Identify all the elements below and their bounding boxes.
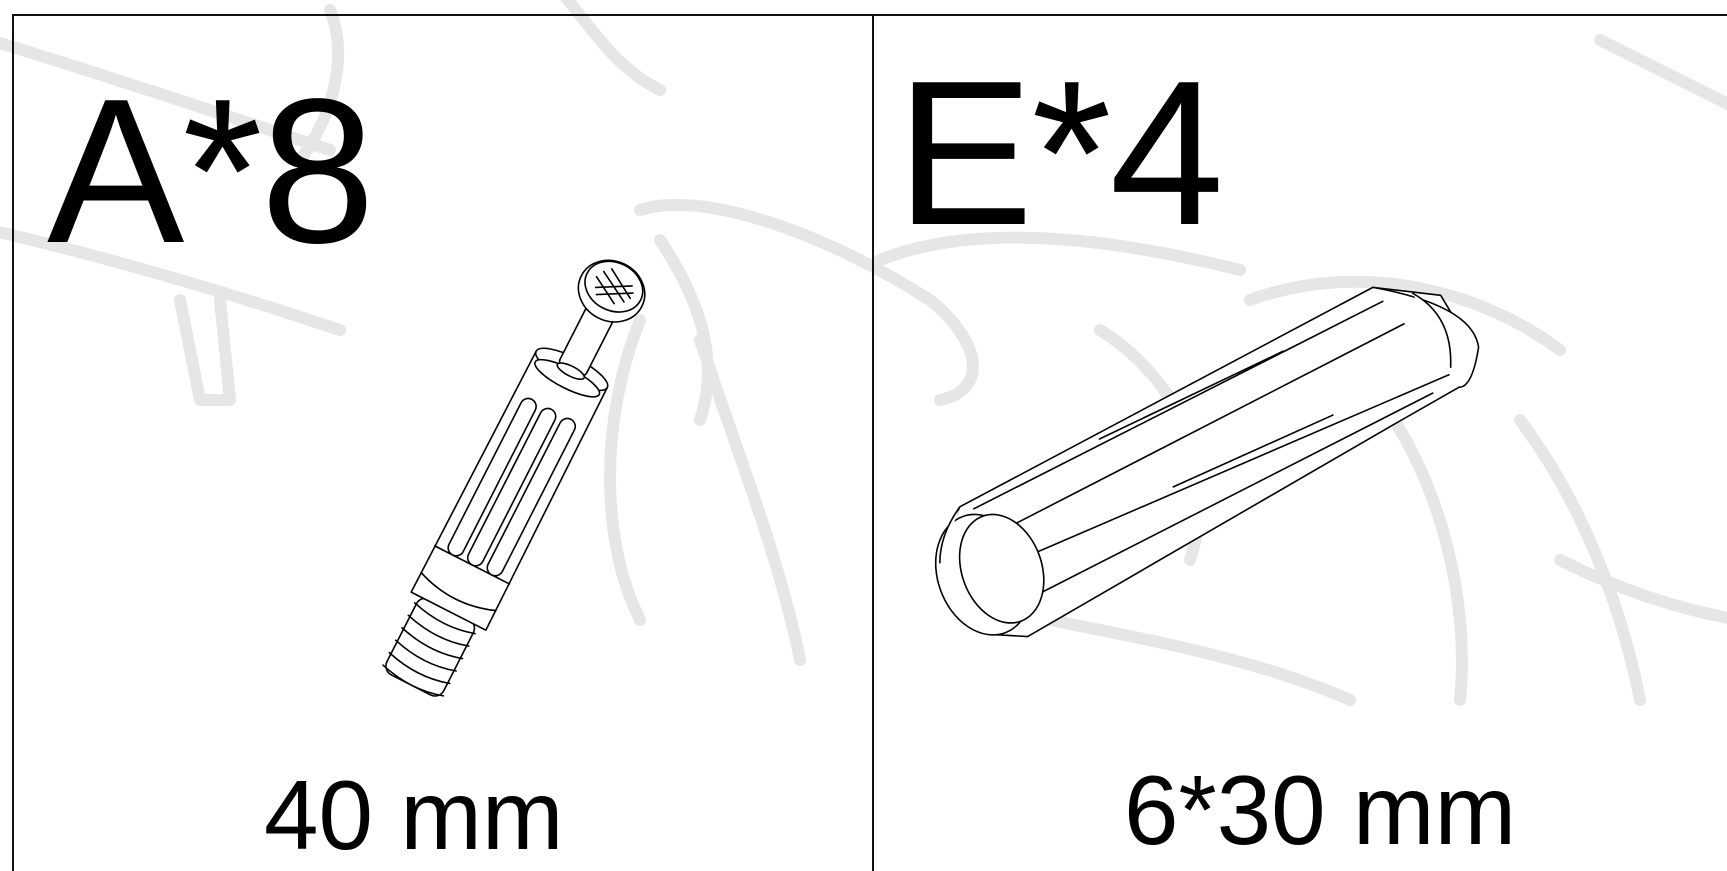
part-label: A*8 xyxy=(47,56,375,286)
cam-bolt-icon xyxy=(382,259,646,697)
part-size: 6*30 mm xyxy=(1124,755,1517,865)
wood-dowel-icon xyxy=(934,286,1480,638)
part-panel-a: A*8 xyxy=(12,14,874,871)
part-panel-e: E*4 6*30 mm xyxy=(872,14,1727,871)
part-label: E*4 xyxy=(896,38,1224,268)
part-size: 40 mm xyxy=(264,760,564,870)
